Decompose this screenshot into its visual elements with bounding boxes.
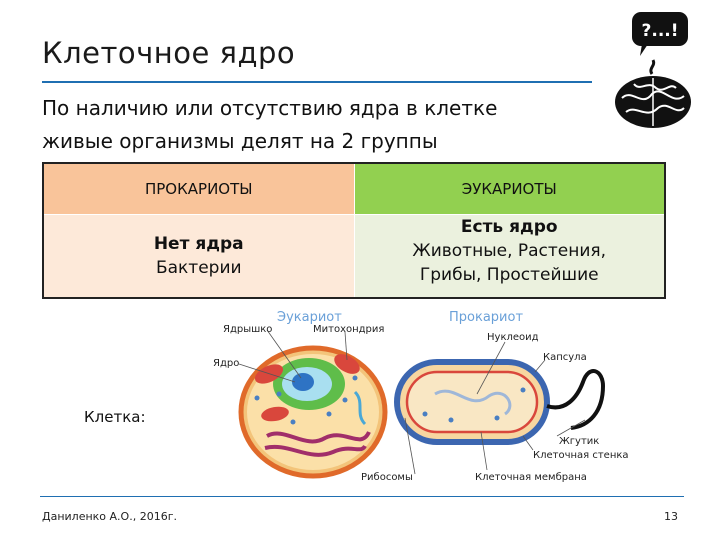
prokaryotes-no-nucleus: Нет ядра xyxy=(153,234,244,254)
label-flagellum: Жгутик xyxy=(559,436,599,447)
eukaryotes-header: ЭУКАРИОТЫ xyxy=(353,162,666,215)
label-nucleoid: Нуклеоид xyxy=(487,332,539,343)
footer-author: Даниленко А.О., 2016г. xyxy=(42,510,177,523)
eukaryotes-has-nucleus: Есть ядро xyxy=(460,217,558,237)
brain-badge-text: ?...! xyxy=(642,21,679,41)
eukaryotes-examples-line2: Грибы, Простейшие xyxy=(419,265,599,285)
label-cell-membrane: Клеточная мембрана xyxy=(475,472,587,483)
prokaryote-title: Прокариот xyxy=(449,310,523,325)
eukaryote-cell-illustration xyxy=(238,345,388,479)
prokaryotes-header: ПРОКАРИОТЫ xyxy=(42,162,355,215)
label-nucleolus: Ядрышко xyxy=(223,324,272,335)
title-divider xyxy=(42,81,592,83)
intro-text: По наличию или отсутствию ядра в клетке … xyxy=(42,96,498,153)
label-nucleus: Ядро xyxy=(213,358,239,369)
cell-caption: Клетка: xyxy=(84,408,146,426)
prokaryotes-cell: Нет ядра Бактерии xyxy=(42,214,355,299)
footer-divider xyxy=(40,496,684,497)
slide-title: Клеточное ядро xyxy=(42,36,296,70)
label-mitochondria: Митохондрия xyxy=(313,324,384,335)
prokaryote-cell-illustration xyxy=(394,359,606,445)
cell-diagram: Эукариот Прокариот Ядрышко Митохондрия Я… xyxy=(213,310,629,483)
eukaryote-title: Эукариот xyxy=(277,310,342,325)
label-cell-wall: Клеточная стенка xyxy=(533,450,629,461)
eukaryotes-cell: Есть ядро Животные, Растения, Грибы, Про… xyxy=(353,214,666,299)
brain-question-icon: ?...! xyxy=(615,12,691,128)
eukaryotes-examples-line1: Животные, Растения, xyxy=(412,241,607,261)
label-ribosomes: Рибосомы xyxy=(361,472,413,483)
page-number: 13 xyxy=(664,510,678,523)
prokaryotes-examples: Бактерии xyxy=(155,258,242,278)
organism-groups-table: ПРОКАРИОТЫ ЭУКАРИОТЫ Нет ядра Бактерии Е… xyxy=(42,162,666,299)
label-capsule: Капсула xyxy=(543,352,587,363)
